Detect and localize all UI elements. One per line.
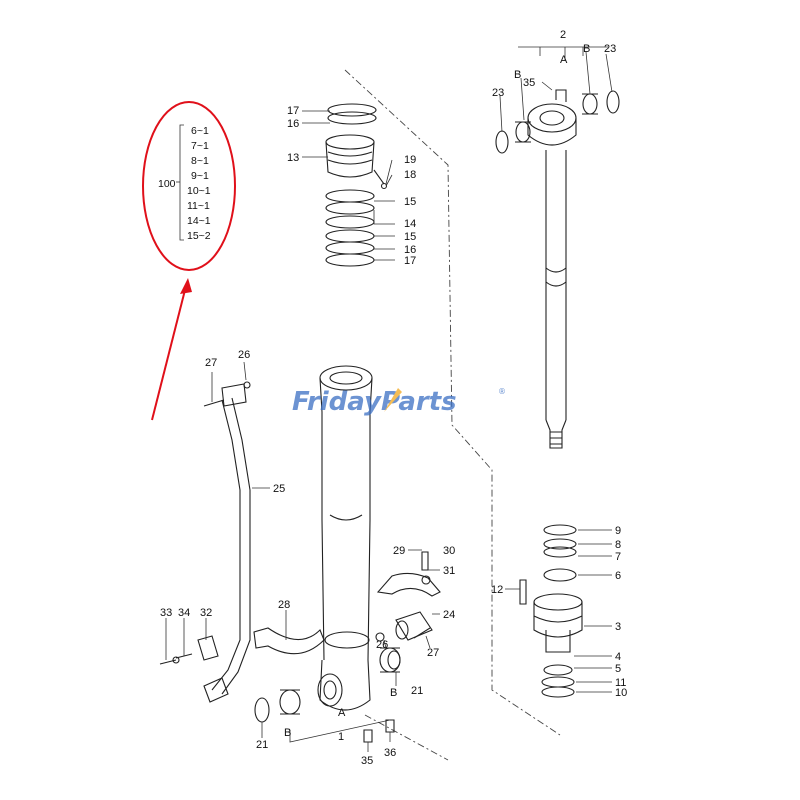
part-label: 27 [427, 647, 439, 659]
part-label: B [284, 727, 291, 739]
part-label: A [338, 707, 346, 719]
part-label: 5 [615, 663, 621, 675]
kit-number: 100 [158, 178, 176, 190]
part-labels: 2 B A B 35 23 23 17 16 13 19 18 15 14 15… [160, 29, 627, 767]
part-label: 3 [615, 621, 621, 633]
kit-item: 11~1 [187, 200, 210, 212]
part-label: 27 [205, 357, 217, 369]
part-label: 16 [404, 244, 416, 256]
part-label: 26 [238, 349, 250, 361]
part-label: B [514, 69, 521, 81]
part-label: 13 [287, 152, 299, 164]
part-label: 26 [376, 639, 388, 651]
leader-lines [165, 46, 613, 752]
part-label: B [390, 687, 397, 699]
part-label: 9 [615, 525, 621, 537]
kit-item: 9~1 [191, 170, 209, 182]
piston-assembly [519, 524, 583, 698]
part-label: 15 [404, 196, 416, 208]
part-label: 7 [615, 551, 621, 563]
part-label: 2 [560, 29, 566, 41]
watermark-swoosh-icon [384, 388, 402, 412]
part-label: 16 [287, 118, 299, 130]
part-label: 1 [338, 731, 344, 743]
part-label: 17 [404, 255, 416, 267]
part-label: 31 [443, 565, 455, 577]
part-label: 35 [523, 77, 535, 89]
highlight-markup [142, 101, 236, 421]
part-label: 25 [273, 483, 285, 495]
part-label: A [560, 54, 568, 66]
part-label: 23 [492, 87, 504, 99]
part-label: 8 [615, 539, 621, 551]
part-label: 30 [443, 545, 455, 557]
highlight-ellipse [142, 101, 236, 271]
bracket-32 [159, 635, 219, 665]
part-label: 11 [615, 677, 626, 689]
svg-text:FridayParts: FridayParts [292, 387, 457, 417]
part-label: 18 [404, 169, 416, 181]
part-label: 17 [287, 105, 299, 117]
bushings-top [495, 90, 620, 154]
kit-item: 7~1 [191, 140, 209, 152]
watermark-text-parts: Parts [381, 387, 457, 417]
part-label: 12 [491, 584, 503, 596]
part-label: 15 [404, 231, 416, 243]
part-label: B [583, 43, 590, 55]
part-label: 29 [393, 545, 405, 557]
part-label: 10 [615, 687, 627, 699]
part-label: 28 [278, 599, 290, 611]
watermark-text-friday: Friday [292, 387, 382, 417]
bushings-bottom [254, 647, 401, 743]
part-label: 21 [411, 685, 423, 697]
part-label: 23 [604, 43, 616, 55]
part-label: 19 [404, 154, 416, 166]
pipe [203, 381, 251, 703]
part-label: 24 [443, 609, 455, 621]
part-label: 36 [384, 747, 396, 759]
part-label: 35 [361, 755, 373, 767]
cylinder-head [325, 103, 388, 190]
part-label: 33 [160, 607, 172, 619]
part-label: 6 [615, 570, 621, 582]
piston-seals [325, 189, 375, 267]
kit-item: 15~2 [187, 230, 211, 242]
part-label: 14 [404, 218, 416, 230]
kit-item: 6~1 [191, 125, 209, 137]
part-label: 4 [615, 651, 621, 663]
red-arrow-shaft [151, 285, 187, 421]
watermark-registered: ® [498, 387, 506, 396]
part-label: 32 [200, 607, 212, 619]
kit-item: 8~1 [191, 155, 209, 167]
piston-rod [527, 89, 577, 449]
red-arrow-head-icon [180, 278, 192, 294]
part-label: 21 [256, 739, 268, 751]
kit-item: 14~1 [187, 215, 211, 227]
clamps [253, 551, 441, 655]
kit-item: 10~1 [187, 185, 211, 197]
cylinder-tube [317, 365, 373, 711]
kit-bracket [176, 124, 184, 241]
watermark-logo: FridayParts ® [292, 387, 506, 417]
part-label: 34 [178, 607, 190, 619]
